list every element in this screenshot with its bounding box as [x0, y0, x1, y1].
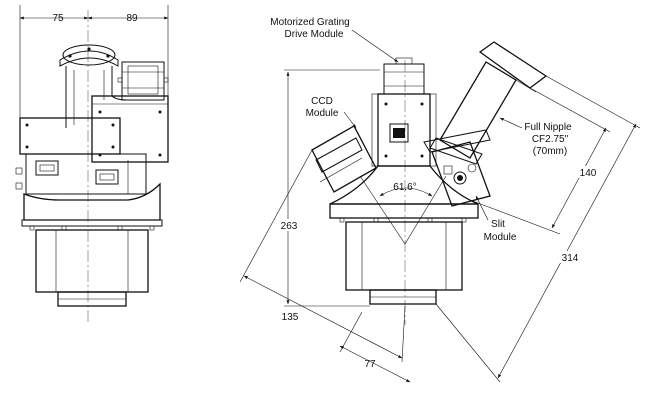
callout-nipple-line1: Full Nipple — [524, 122, 572, 133]
dim-77-label: 77 — [364, 359, 376, 370]
dim-75-label: 75 — [52, 13, 64, 24]
grating-drive-motor — [383, 57, 425, 95]
callout-grating-line2: Drive Module — [285, 29, 344, 40]
left-connector-band — [15, 153, 147, 195]
callout-slit-line1: Slit — [491, 219, 505, 230]
left-tube-inner — [73, 70, 105, 125]
spectrograph-housing — [371, 93, 437, 167]
left-base-plate — [21, 182, 163, 231]
left-cylinder-body — [35, 229, 149, 307]
callout-slit-line2: Module — [484, 232, 517, 243]
dim-314: 314 — [435, 75, 641, 383]
dim-135: 135 — [239, 149, 406, 363]
full-nipple-tube — [429, 41, 548, 165]
left-motor-block — [117, 61, 169, 101]
callout-ccd-line2: Module — [306, 108, 339, 119]
dim-89-label: 89 — [126, 13, 138, 24]
ccd-module — [311, 125, 377, 193]
callout-slit: Slit Module — [475, 195, 517, 243]
left-tube — [65, 66, 129, 128]
callout-grating-line1: Motorized Grating — [270, 17, 349, 28]
left-top-flange — [59, 44, 119, 67]
left-upper-block — [19, 95, 169, 163]
callout-nipple-line3: (70mm) — [533, 146, 567, 157]
callout-ccd-line1: CCD — [311, 96, 333, 107]
dim-135-label: 135 — [282, 312, 299, 323]
dim-140-label: 140 — [580, 168, 597, 179]
right-view: 61.6° 263 135 77 314 — [239, 17, 641, 383]
angle-dimension: 61.6° — [359, 175, 447, 245]
dim-77: 77 — [339, 311, 411, 383]
dim-314-label: 314 — [562, 253, 579, 264]
callout-nipple-line2: CF2.75" — [532, 134, 569, 145]
dim-140: 140 — [469, 87, 611, 235]
callout-full-nipple: Full Nipple CF2.75" (70mm) — [499, 117, 572, 157]
right-cylinder-body — [345, 221, 463, 305]
callout-grating-drive: Motorized Grating Drive Module — [270, 17, 399, 63]
left-view: 75 89 — [15, 5, 169, 322]
dim-263-label: 263 — [281, 221, 298, 232]
angle-label: 61.6° — [393, 182, 416, 193]
callout-ccd: CCD Module — [306, 96, 357, 129]
